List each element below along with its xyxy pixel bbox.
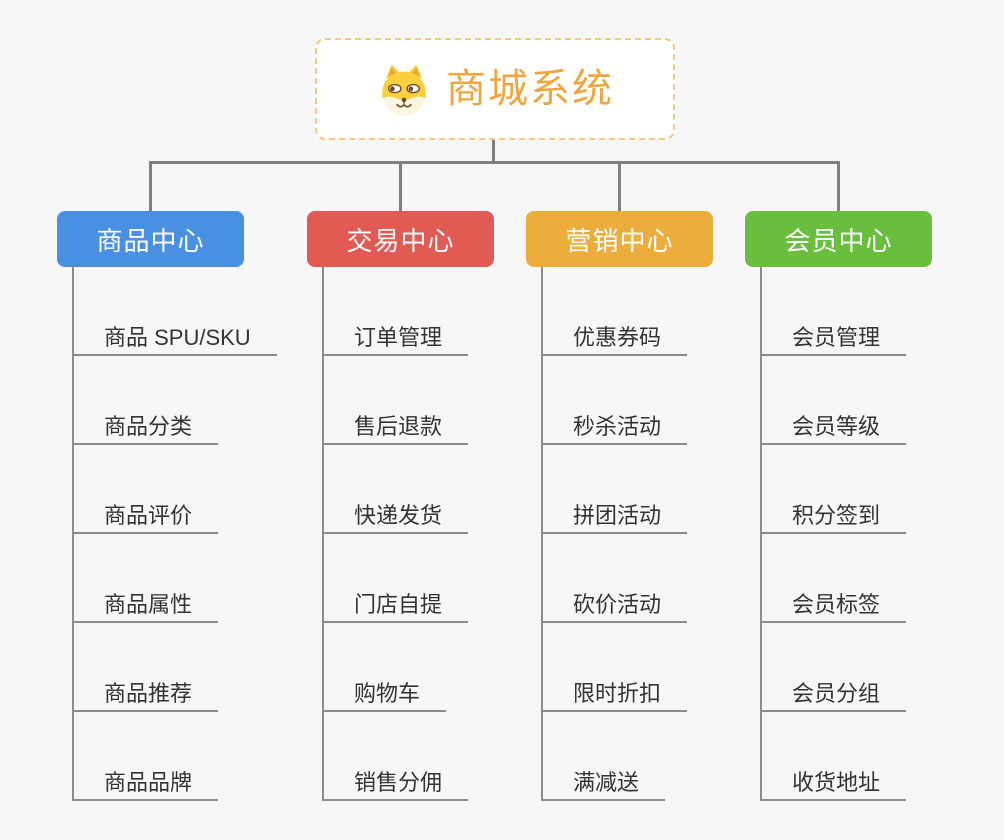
topic-node[interactable]: 会员等级 (760, 402, 907, 445)
root-title: 商城系统 (446, 67, 614, 111)
topic-node[interactable]: 会员分组 (760, 669, 907, 712)
topic-node[interactable]: 满减送 (541, 758, 666, 801)
branch-node-member-center[interactable]: 会员中心 (745, 211, 932, 267)
topic-node[interactable]: 购物车 (322, 669, 447, 712)
topic-node[interactable]: 积分签到 (760, 491, 907, 534)
root-node[interactable]: 商城系统 (315, 38, 675, 140)
branch-node-trade-center[interactable]: 交易中心 (307, 211, 494, 267)
topic-node[interactable]: 售后退款 (322, 402, 469, 445)
topic-node[interactable]: 拼团活动 (541, 491, 688, 534)
topic-node[interactable]: 商品属性 (72, 580, 219, 623)
connector-drop-product (149, 161, 152, 211)
topic-node[interactable]: 限时折扣 (541, 669, 688, 712)
topic-node[interactable]: 商品品牌 (72, 758, 219, 801)
topic-node[interactable]: 商品推荐 (72, 669, 219, 712)
shiba-dog-icon (382, 64, 426, 116)
connector-drop-marketing (618, 161, 621, 211)
topic-node[interactable]: 会员管理 (760, 313, 907, 356)
topic-node[interactable]: 门店自提 (322, 580, 469, 623)
topic-node[interactable]: 会员标签 (760, 580, 907, 623)
connector-drop-member (837, 161, 840, 211)
topic-node[interactable]: 订单管理 (322, 313, 469, 356)
topic-node[interactable]: 商品 SPU/SKU (72, 313, 277, 356)
topic-node[interactable]: 快递发货 (322, 491, 469, 534)
topic-node[interactable]: 秒杀活动 (541, 402, 688, 445)
topic-node[interactable]: 销售分佣 (322, 758, 469, 801)
connector-drop-trade (399, 161, 402, 211)
connector-bus (149, 161, 840, 164)
connector-root-drop (492, 140, 495, 164)
branch-node-product-center[interactable]: 商品中心 (57, 211, 244, 267)
topic-node[interactable]: 收货地址 (760, 758, 907, 801)
branch-node-marketing-center[interactable]: 营销中心 (526, 211, 713, 267)
topic-node[interactable]: 砍价活动 (541, 580, 688, 623)
topic-node[interactable]: 优惠券码 (541, 313, 688, 356)
topic-node[interactable]: 商品评价 (72, 491, 219, 534)
topic-node[interactable]: 商品分类 (72, 402, 219, 445)
